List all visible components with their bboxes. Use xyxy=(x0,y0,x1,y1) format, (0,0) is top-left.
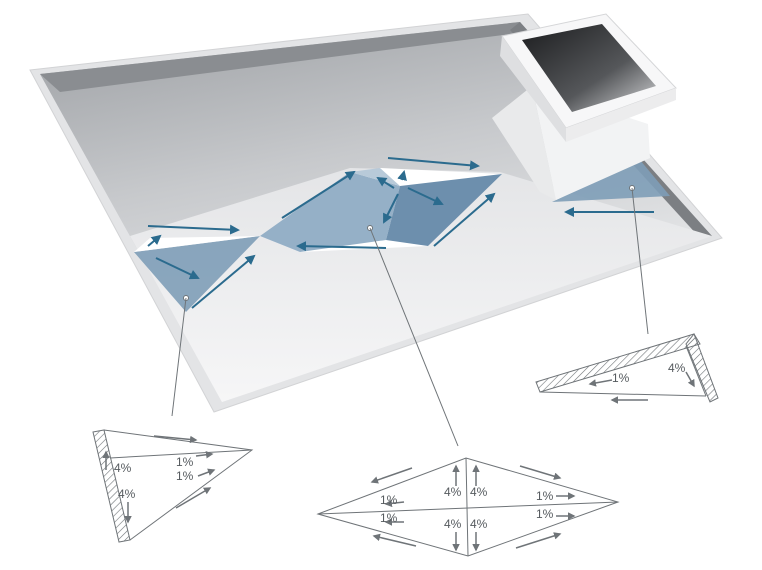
flow-arrow xyxy=(433,192,496,247)
slope-label: 1% xyxy=(380,493,398,507)
slope-label: 4% xyxy=(118,487,136,501)
flow-arrow xyxy=(383,193,399,224)
flow-arrow xyxy=(376,176,395,189)
detail-center-cricket: 1% 1% 4% 4% 4% 4% 1% 1% xyxy=(316,457,620,557)
slope-label: 1% xyxy=(536,489,554,503)
slope-label: 4% xyxy=(668,361,686,375)
slope-label: 1% xyxy=(380,511,398,525)
detail-left-cricket: 4% 4% 1% 1% xyxy=(92,429,254,543)
chimney-cricket xyxy=(552,160,670,202)
flow-arrow xyxy=(281,170,356,219)
detail-right-cricket: 1% 4% xyxy=(535,333,719,404)
flow-arrow xyxy=(387,157,480,171)
slope-label: 1% xyxy=(176,469,194,483)
slope-label: 4% xyxy=(444,517,462,531)
flow-arrow xyxy=(147,234,162,247)
leader-lines xyxy=(171,185,649,447)
chimney xyxy=(492,13,677,200)
leader-line xyxy=(171,297,187,417)
flow-arrow xyxy=(155,257,200,280)
leader-line xyxy=(369,227,459,447)
flow-arrows xyxy=(147,157,654,309)
slope-label: 1% xyxy=(612,371,630,385)
slope-label: 1% xyxy=(536,507,554,521)
slope-label: 1% xyxy=(176,455,194,469)
leader-line xyxy=(631,187,649,335)
slope-label: 4% xyxy=(114,461,132,475)
flow-arrow xyxy=(296,241,387,252)
flow-arrow xyxy=(407,187,444,206)
slope-label: 4% xyxy=(470,517,488,531)
flow-arrow xyxy=(147,224,240,235)
flow-arrow xyxy=(397,170,407,181)
slope-label: 4% xyxy=(470,485,488,499)
slope-label: 4% xyxy=(444,485,462,499)
flow-arrow xyxy=(191,254,256,309)
